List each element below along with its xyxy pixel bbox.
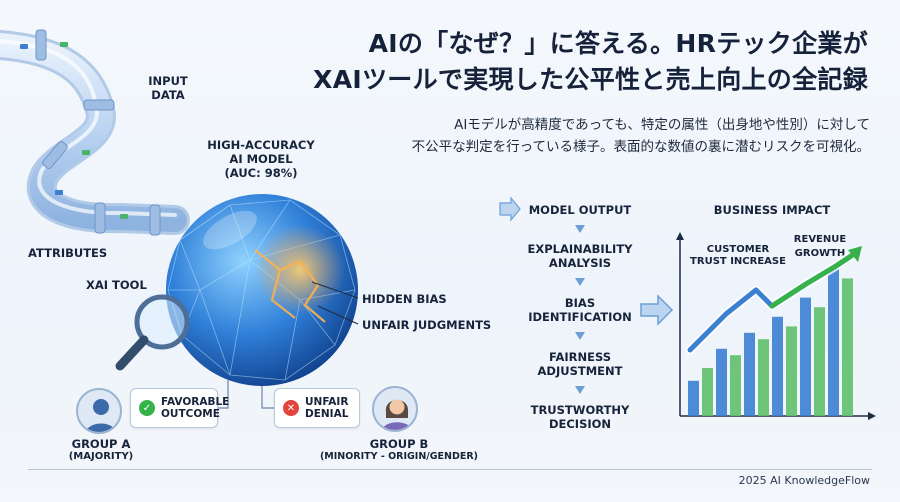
impact-bar [730,355,741,416]
footer-divider [28,469,872,470]
impact-bar [772,316,783,416]
unfair-denial-callout: ✕ UNFAIR DENIAL [274,388,360,428]
subtitle-line-2: 不公平な判定を行っている様子。表面的な数値の裏に潜むリスクを可視化。 [411,139,870,155]
business-impact-title: BUSINESS IMPACT [713,203,831,217]
group-b-name: GROUP B [369,437,429,451]
xai-tool-label: XAI TOOL [86,278,147,292]
denial-line-1: UNFAIR [305,396,349,408]
group-b-avatar [372,386,418,432]
attributes-label: ATTRIBUTES [28,246,108,260]
impact-bar [800,297,811,416]
favorable-outcome-text: FAVORABLE OUTCOME [161,396,229,420]
footer-credit: 2025 AI KnowledgeFlow [738,474,870,487]
trend-arrow-icon [848,246,862,262]
axis-arrow-icon [676,232,684,240]
x-icon: ✕ [283,400,299,416]
business-impact-chart [676,232,876,420]
model-label-line-3: (AUC: 98%) [224,166,298,180]
flow-step-fairness-adjustment: FAIRNESS ADJUSTMENT [537,350,623,378]
impact-bar [842,278,853,416]
subtitle-line-1: AIモデルが高精度であっても、特定の属性（出身地や性別）に対して [454,117,870,133]
group-a-avatar [76,388,122,434]
impact-bar [716,348,727,416]
axis-arrow-icon [868,412,876,420]
customer-trust-label: CUSTOMER TRUST INCREASE [682,244,794,268]
unfair-judgments-label: UNFAIR JUDGMENTS [362,318,492,332]
hidden-bias-label: HIDDEN BIAS [362,292,447,306]
unfair-denial-text: UNFAIR DENIAL [305,396,348,420]
down-arrow-icon [575,278,585,286]
favorable-outcome-callout: ✓ FAVORABLE OUTCOME [130,388,229,428]
group-a-name: GROUP A [71,437,131,451]
model-label: HIGH-ACCURACY AI MODEL (AUC: 98%) [196,138,326,180]
down-arrow-icon [575,386,585,394]
favorable-line-1: FAVORABLE [161,396,230,408]
bars-group [688,268,853,416]
revenue-growth-label: REVENUE GROWTH [793,234,847,259]
impact-bar [814,307,825,416]
page-title: AIの「なぜ？」に答える。HRテック企業が XAIツールで実現した公平性と売上向… [308,26,868,98]
impact-bar [702,368,713,416]
flow-step-model-output: MODEL OUTPUT [528,203,632,217]
impact-bar [688,380,699,416]
group-b-desc: (MINORITY - ORIGIN/GENDER) [319,451,479,462]
impact-bar [828,268,839,416]
impact-bar [758,339,769,416]
check-icon: ✓ [139,400,155,416]
customer-line-1: CUSTOMER [706,244,770,255]
flow-step-trustworthy-decision: TRUSTWORTHY DECISION [530,403,630,431]
flow-step-bias-identification: BIAS IDENTIFICATION [528,296,632,324]
down-arrow-icon [575,225,585,233]
model-label-line-2: AI MODEL [229,152,293,166]
title-line-1: AIの「なぜ？」に答える。HRテック企業が [368,29,868,58]
flow-step-explainability: EXPLAINABILITY ANALYSIS [527,242,633,270]
favorable-line-2: OUTCOME [161,408,220,420]
subtitle: AIモデルが高精度であっても、特定の属性（出身地や性別）に対して 不公平な判定を… [310,114,870,158]
impact-bar [786,326,797,416]
denial-line-2: DENIAL [305,408,349,420]
model-label-line-1: HIGH-ACCURACY [207,138,315,152]
group-a-desc: (MAJORITY) [68,451,134,462]
trend-line-green [769,251,857,309]
impact-bar [744,332,755,416]
customer-line-2: TRUST INCREASE [690,256,786,267]
input-data-label: INPUT DATA [148,74,188,102]
down-arrow-icon [575,332,585,340]
title-line-2: XAIツールで実現した公平性と売上向上の全記録 [313,65,868,94]
